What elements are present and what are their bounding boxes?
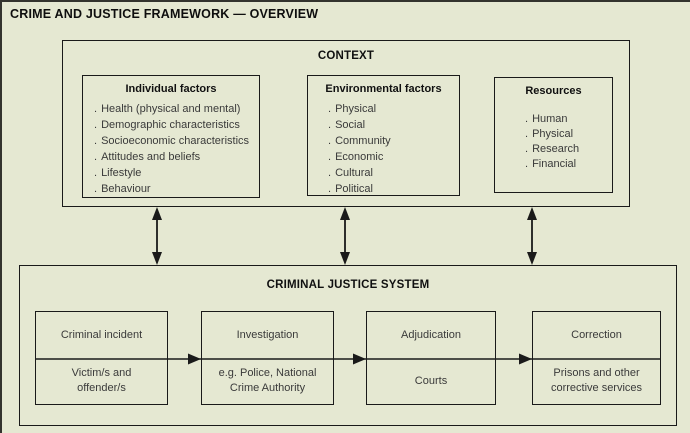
bidirectional-arrow-icon xyxy=(527,207,537,265)
list-item: Cultural xyxy=(328,165,459,181)
stage-title: Adjudication xyxy=(401,329,461,341)
stage-investigation: Investigation e.g. Police, National Crim… xyxy=(201,311,334,405)
list-item: Financial xyxy=(525,157,612,172)
stage-criminal-incident: Criminal incident Victim/s and offender/… xyxy=(35,311,168,405)
list-item: Lifestyle xyxy=(94,165,259,181)
list-item: Socioeconomic characteristics xyxy=(94,133,259,149)
stage-title: Correction xyxy=(571,329,622,341)
bidirectional-arrow-icon xyxy=(340,207,350,265)
stage-correction: Correction Prisons and other corrective … xyxy=(532,311,661,405)
list-item: Social xyxy=(328,117,459,133)
list-item: Physical xyxy=(328,101,459,117)
individual-factors-box: Individual factors Health (physical and … xyxy=(82,75,260,198)
list-item: Physical xyxy=(525,127,612,142)
environmental-factors-list: Physical Social Community Economic Cultu… xyxy=(308,101,459,197)
list-item: Attitudes and beliefs xyxy=(94,149,259,165)
stage-detail: e.g. Police, National Crime Authority xyxy=(218,367,317,394)
list-item: Political xyxy=(328,181,459,197)
list-item: Health (physical and mental) xyxy=(94,101,259,117)
list-item: Economic xyxy=(328,149,459,165)
stage-detail: Courts xyxy=(414,374,448,387)
list-item: Community xyxy=(328,133,459,149)
stage-title: Criminal incident xyxy=(60,329,143,341)
stage-detail: Prisons and other corrective services xyxy=(550,367,643,394)
stage-adjudication: Adjudication Courts xyxy=(366,311,496,405)
resources-heading: Resources xyxy=(525,85,582,97)
stage-detail: Victim/s and offender/s xyxy=(71,367,132,394)
individual-factors-list: Health (physical and mental) Demographic… xyxy=(83,101,259,197)
context-box: CONTEXT xyxy=(62,40,630,207)
resources-list: Human Physical Research Financial xyxy=(495,112,612,172)
list-item: Demographic characteristics xyxy=(94,117,259,133)
list-item: Behaviour xyxy=(94,181,259,197)
list-item: Human xyxy=(525,112,612,127)
individual-factors-heading: Individual factors xyxy=(125,83,217,95)
criminal-justice-system-label: CRIMINAL JUSTICE SYSTEM xyxy=(266,279,430,291)
context-label: CONTEXT xyxy=(317,50,375,62)
bidirectional-arrow-icon xyxy=(152,207,162,265)
stage-title: Investigation xyxy=(236,329,299,341)
environmental-factors-heading: Environmental factors xyxy=(325,83,442,95)
list-item: Research xyxy=(525,142,612,157)
process-flow-arrow-icon xyxy=(35,353,661,365)
environmental-factors-box: Environmental factors Physical Social Co… xyxy=(307,75,460,196)
criminal-justice-system-box: CRIMINAL JUSTICE SYSTEM Criminal inciden… xyxy=(19,265,677,426)
resources-box: Resources Human Physical Research Financ… xyxy=(494,77,613,193)
page-title: CRIME AND JUSTICE FRAMEWORK — OVERVIEW xyxy=(10,7,319,21)
